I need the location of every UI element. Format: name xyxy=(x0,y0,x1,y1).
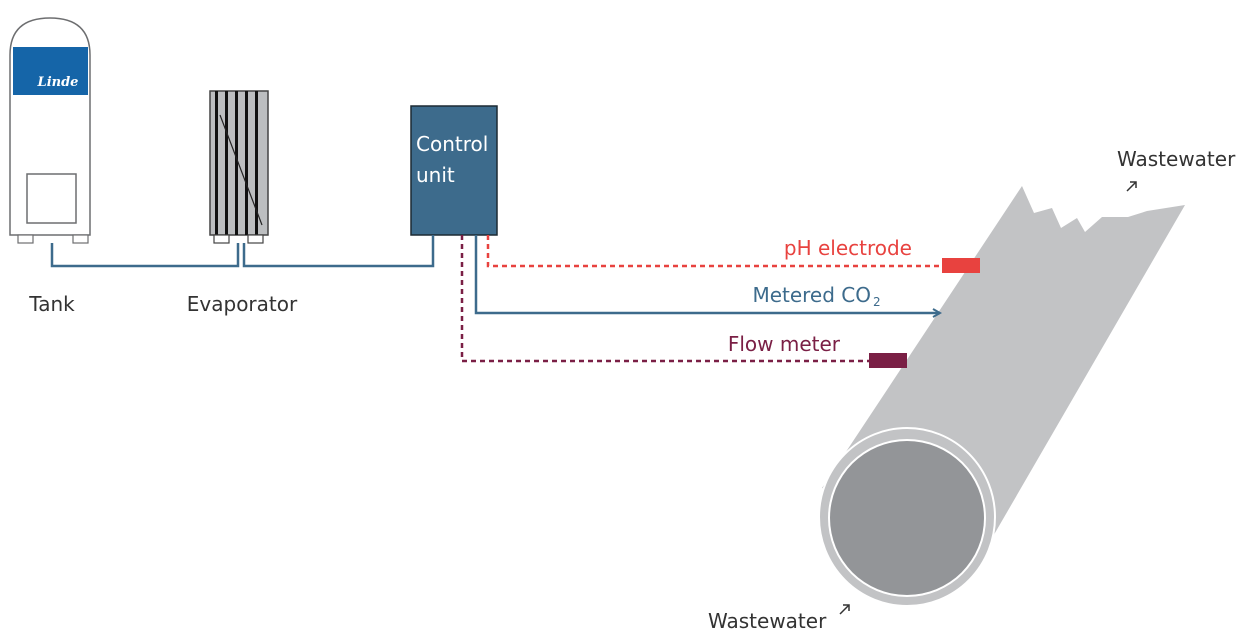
metered-co2-subscript: 2 xyxy=(873,295,881,309)
ph-electrode-label: pH electrode xyxy=(784,236,912,260)
flow-meter-sensor xyxy=(869,353,907,368)
control-unit-label-line2: unit xyxy=(416,163,455,187)
linde-logo xyxy=(13,47,88,95)
tank: Linde xyxy=(9,17,91,244)
wastewater-pipe xyxy=(818,186,1185,607)
linde-logo-text: Linde xyxy=(37,75,79,90)
wastewater-outlet-label: Wastewater xyxy=(1117,147,1236,171)
evaporator-label: Evaporator xyxy=(187,292,298,316)
tank-foot-left xyxy=(17,234,34,244)
control-unit-label-line1: Control xyxy=(416,132,488,156)
flow-meter-line xyxy=(460,235,870,363)
co2-supply-line xyxy=(50,235,435,268)
tank-foot-right xyxy=(72,234,89,244)
ph-electrode-sensor xyxy=(942,258,980,273)
flow-meter-label: Flow meter xyxy=(728,332,841,356)
metered-co2-label: Metered CO xyxy=(752,283,871,307)
evaporator-foot-right xyxy=(247,234,264,244)
ph-electrode-line xyxy=(486,235,942,268)
wastewater-inlet-label: Wastewater xyxy=(708,609,827,633)
tank-panel xyxy=(26,173,77,224)
wastewater-inlet-arrow xyxy=(839,604,850,615)
evaporator-foot-left xyxy=(213,234,230,244)
evaporator xyxy=(209,90,269,244)
metered-co2-line xyxy=(474,235,940,313)
tank-label: Tank xyxy=(28,292,75,316)
wastewater-outlet-arrow xyxy=(1126,181,1137,192)
control-unit xyxy=(410,105,498,236)
